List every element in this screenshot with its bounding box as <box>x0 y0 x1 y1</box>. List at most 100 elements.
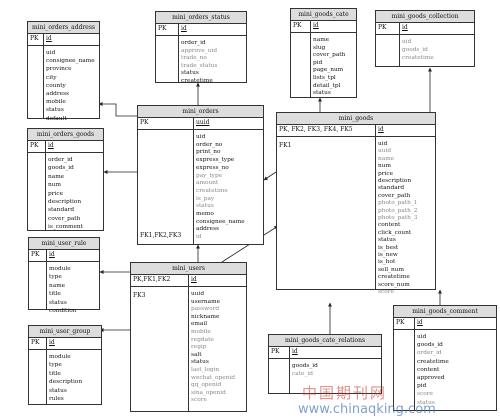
field-county: county <box>46 82 66 89</box>
field-slug: slug <box>313 44 326 51</box>
pk-divider <box>28 140 103 153</box>
field-status: status <box>313 90 331 97</box>
pk-divider <box>277 124 435 137</box>
field-regip: regip <box>191 344 207 351</box>
table-title: mini_orders <box>138 106 263 118</box>
field-uid: uid <box>46 50 56 56</box>
field-status: status <box>49 387 67 394</box>
field-approved: approved <box>417 375 445 381</box>
key-label: PK <box>378 24 387 31</box>
field-description: description <box>378 178 412 184</box>
field-qq-openid: qq_openid <box>191 382 222 389</box>
pk-divider <box>376 22 474 35</box>
field-standard: standard <box>378 185 405 192</box>
field-num: num <box>378 163 391 170</box>
field-num: num <box>48 182 61 189</box>
pk-divider <box>269 346 381 359</box>
field-uuid: uuid <box>191 291 205 297</box>
table-title: mini_goods <box>277 113 435 125</box>
key-column <box>277 124 376 289</box>
field-goods-id: goods_id <box>402 47 428 53</box>
field-regdate: regdate <box>191 336 214 343</box>
primary-key-field: id <box>378 126 384 133</box>
field-id: id <box>196 234 202 241</box>
field-name: name <box>48 173 65 180</box>
field-detail-tpl: detail_tpl <box>313 82 341 89</box>
field-createtime: createtime <box>402 55 434 61</box>
field-sell-num: sell_num <box>378 266 404 273</box>
field-goods-id: goods_id <box>292 363 318 369</box>
field-uid: uid <box>196 134 206 140</box>
field-createtime: createtime <box>181 78 213 84</box>
key-column <box>28 33 44 118</box>
field-status: status <box>181 70 199 77</box>
field-is-hot: is_hot <box>378 259 396 266</box>
field-createtime: createtime <box>196 187 228 194</box>
key-column <box>376 22 400 66</box>
field-name: name <box>378 155 395 162</box>
pk-divider <box>156 23 246 36</box>
field-order-no: order_no <box>196 141 223 148</box>
field-order-id: order_id <box>417 350 442 357</box>
field-status: status <box>191 359 209 366</box>
field-cate-id: cate_id <box>292 371 313 378</box>
field-goods-id: goods_id <box>417 342 443 349</box>
field-approve-uid: approve_uid <box>181 47 218 54</box>
key-label: PK <box>31 339 40 346</box>
field-name: name <box>313 37 330 43</box>
primary-key-field: id <box>417 319 423 326</box>
pk-divider <box>29 249 99 262</box>
field-page-num: page_num <box>313 67 344 74</box>
field-city: city <box>46 74 57 81</box>
primary-key-field: uuid <box>196 119 210 126</box>
pk-divider <box>29 337 101 350</box>
key-label: PK <box>30 35 39 42</box>
field-cover-path: cover_path <box>48 215 81 222</box>
field-consignee-name: consignee_name <box>196 218 245 225</box>
primary-key-field: id <box>49 339 55 346</box>
primary-key-field: id <box>402 24 408 31</box>
field-description: description <box>48 199 82 205</box>
rel-orders-mini-goods <box>263 171 277 181</box>
key-column <box>29 337 47 404</box>
field-address: address <box>46 91 70 97</box>
field-is-best: is_best <box>378 244 399 251</box>
table-title: mini_user_group <box>29 326 101 338</box>
table-title: mini_goods_cate <box>291 9 356 21</box>
key-column <box>269 346 290 393</box>
foreign-key-label: FK1,FK2,FK3 <box>140 232 182 239</box>
key-column <box>131 274 189 411</box>
field-password: password <box>191 306 220 313</box>
field-is-new: is_new <box>378 252 398 258</box>
field-name: name <box>49 282 66 289</box>
primary-key-field: id <box>49 251 55 258</box>
field-status: status <box>196 203 214 210</box>
field-nickname: nickname <box>191 313 220 320</box>
field-consignee-name: consignee_name <box>46 58 95 65</box>
primary-key-field: id <box>191 276 197 283</box>
field-memo: memo <box>196 211 214 217</box>
table-title: mini_goods_comment <box>394 306 496 318</box>
key-column <box>291 20 311 97</box>
field-photo-path-3: photo_path_3 <box>378 215 418 221</box>
key-column <box>394 317 415 410</box>
field-order-id: order_id <box>48 157 73 163</box>
field-last-login: last_login <box>191 367 220 373</box>
key-label: PK,FK1,FK2 <box>133 276 171 283</box>
field-mobile: mobile <box>46 99 66 106</box>
field-express-no: express_no <box>196 164 229 171</box>
key-label: PK <box>271 348 280 355</box>
pk-divider <box>394 317 496 330</box>
field-default: default <box>46 115 67 122</box>
